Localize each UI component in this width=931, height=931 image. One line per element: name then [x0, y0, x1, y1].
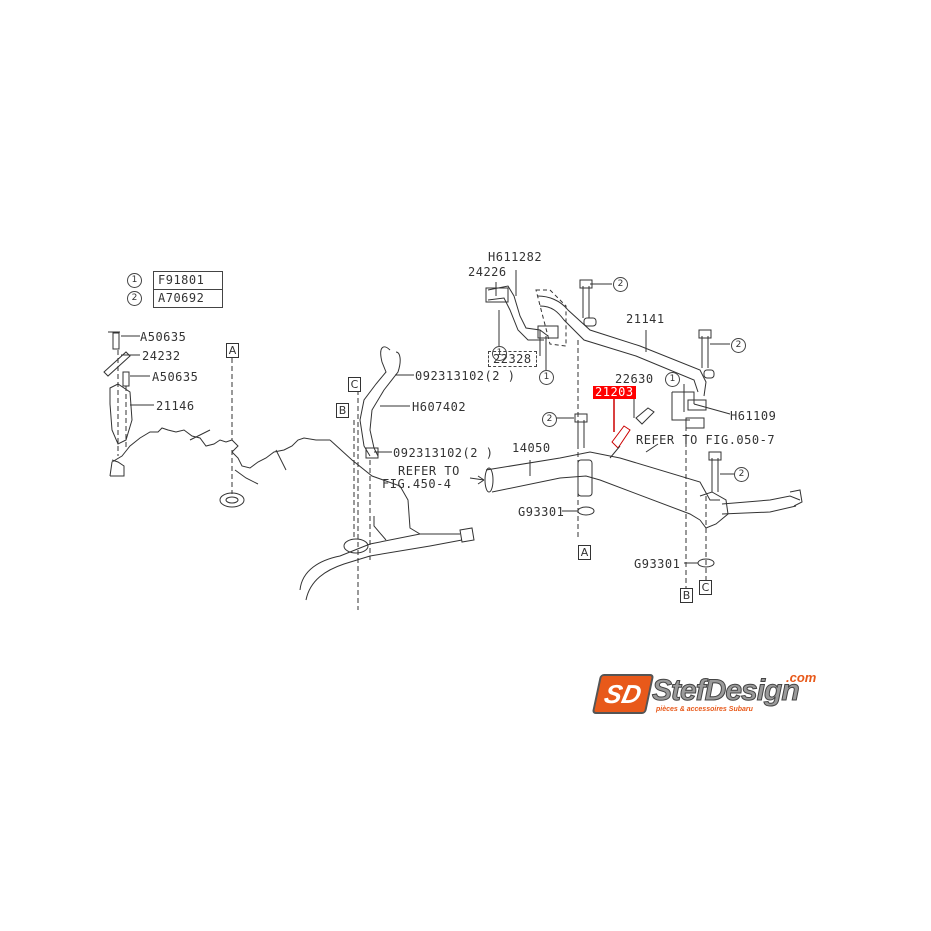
part-label-22630[interactable]: 22630 — [615, 372, 654, 386]
part-label-24226[interactable]: 24226 — [468, 265, 507, 279]
callout-1-icon: 1 — [665, 372, 680, 387]
callout-2-icon: 2 — [613, 277, 628, 292]
refer-fig-050[interactable]: REFER TO FIG.050-7 — [636, 433, 776, 447]
brand-tagline: pièces & accessoires Subaru — [656, 706, 753, 713]
sd-badge-icon: SD — [591, 674, 655, 714]
callout-2-icon: 2 — [542, 412, 557, 427]
refer-fig-450-line2[interactable]: FIG.450-4 — [382, 477, 452, 491]
stefdesign-logo[interactable]: SD StefDesign .com pièces & accessoires … — [591, 670, 856, 720]
part-label-24232[interactable]: 24232 — [142, 349, 181, 363]
section-marker-c-right: C — [699, 580, 712, 595]
legend-row-1[interactable]: F91801 — [154, 272, 222, 290]
callout-2-icon: 2 — [731, 338, 746, 353]
section-marker-c-left: C — [348, 377, 361, 392]
brand-domain: .com — [786, 670, 817, 685]
part-label-a50635-mid[interactable]: A50635 — [152, 370, 199, 384]
part-label-h607402[interactable]: H607402 — [412, 400, 467, 414]
refer-fig-450-line1[interactable]: REFER TO — [398, 464, 460, 478]
callout-2-icon: 2 — [734, 467, 749, 482]
part-label-22328[interactable]: 22328 — [488, 351, 537, 367]
brand-name: StefDesign — [652, 674, 801, 708]
part-label-21141[interactable]: 21141 — [626, 312, 665, 326]
part-label-clamp-top[interactable]: 092313102(2 ) — [415, 369, 516, 383]
part-label-clamp-bottom[interactable]: 092313102(2 ) — [393, 446, 494, 460]
section-marker-b-right: B — [680, 588, 693, 603]
highlighted-part-21203[interactable]: 21203 — [593, 385, 636, 399]
section-marker-b-left: B — [336, 403, 349, 418]
callout-1-legend-icon: 1 — [127, 273, 142, 288]
part-label-21146[interactable]: 21146 — [156, 399, 195, 413]
part-label-a50635[interactable]: A50635 — [140, 330, 187, 344]
legend-row-2[interactable]: A70692 — [158, 291, 205, 305]
callout-1-icon: 1 — [539, 370, 554, 385]
part-label-14050[interactable]: 14050 — [512, 441, 551, 455]
part-label-h611282[interactable]: H611282 — [488, 250, 543, 264]
parts-legend: F91801 A70692 — [153, 271, 223, 308]
callout-2-legend-icon: 2 — [127, 291, 142, 306]
part-label-g93301-right[interactable]: G93301 — [634, 557, 681, 571]
callout-1-icon: 1 — [492, 346, 507, 361]
section-marker-a-right: A — [578, 545, 591, 560]
section-marker-a-left: A — [226, 343, 239, 358]
part-label-h61109[interactable]: H61109 — [730, 409, 777, 423]
part-label-g93301-left[interactable]: G93301 — [518, 505, 565, 519]
